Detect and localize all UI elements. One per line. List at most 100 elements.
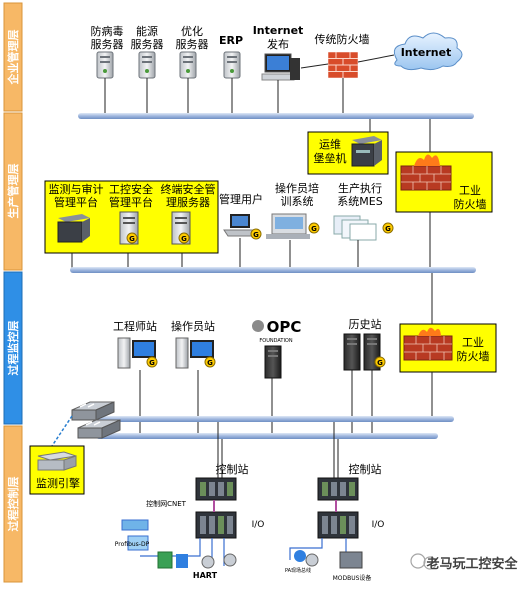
operator-training-label-2: 训系统 <box>281 195 314 208</box>
energy-label-1: 能源 <box>136 24 158 38</box>
g-badge: G <box>149 359 155 367</box>
opc-sub-label: FOUNDATION <box>259 338 292 344</box>
laptop-icon <box>223 214 262 240</box>
optimize-label-2: 服务器 <box>176 38 209 51</box>
optimize-label-1: 优化 <box>181 24 203 38</box>
control-station-2: 控制站 I/O PA现场总线 MODBUS设备 <box>285 422 384 582</box>
layer-label-control: 过程控制层 <box>6 477 20 532</box>
appliance-icon <box>37 451 77 471</box>
field-devices <box>121 519 237 569</box>
mes-system: 生产执行 系统MES <box>333 181 394 241</box>
screens-icon <box>333 215 394 241</box>
server-icon <box>179 51 197 79</box>
monitor-audit-label-1: 监测与审计 <box>49 182 104 196</box>
g-badge: G <box>253 231 259 239</box>
bastion-host: 运维 堡垒机 <box>307 131 389 175</box>
cloud-icon <box>393 32 463 71</box>
enterprise-drops <box>104 78 344 116</box>
station1-label: 控制站 <box>216 462 249 476</box>
history-station: 历史站 G <box>343 317 386 371</box>
io1-label: I/O <box>252 520 265 530</box>
tower-server-icon <box>171 211 191 245</box>
management-user: 管理用户 <box>219 192 263 240</box>
server-energy: 能源 服务器 <box>131 24 164 79</box>
field-devices <box>294 550 363 569</box>
engineer-station: 工程师站 G <box>113 319 158 369</box>
history-label: 历史站 <box>349 317 382 331</box>
antivirus-label-1: 防病毒 <box>91 24 124 38</box>
security-platforms-group: 监测与审计 管理平台 工控安全 管理平台 终端安全管 理服务器 <box>44 180 219 254</box>
watermark-text: 老马玩工控安全 <box>425 556 518 572</box>
antivirus-label-2: 服务器 <box>91 38 124 51</box>
firewall-icon <box>400 154 452 191</box>
control-station-1: 控制站 控制网CNET I/O Profibus-DP HART <box>115 422 265 580</box>
operator-station: 操作员站 G <box>171 319 216 369</box>
g-badge: G <box>181 235 187 243</box>
layer-label-monitoring: 过程监控层 <box>6 321 20 376</box>
monitor-audit-label-2: 管理平台 <box>54 195 98 209</box>
production-fw-label-2: 防火墙 <box>454 197 487 211</box>
g-badge: G <box>311 225 317 233</box>
traditional-fw-label: 传统防火墙 <box>315 32 370 46</box>
workstation-icon <box>266 213 320 239</box>
server-antivirus: 防病毒 服务器 <box>91 24 124 79</box>
operator-training: 操作员培 训系统 <box>266 181 320 239</box>
station2-label: 控制站 <box>349 462 382 476</box>
endpoint-security-label-2: 理服务器 <box>166 196 210 209</box>
pa-label: PA现场总线 <box>285 567 311 574</box>
tower-server-icon: G <box>343 333 386 371</box>
monitor-engine-label: 监测引擎 <box>36 476 80 490</box>
desktop-pc-icon <box>261 53 300 81</box>
energy-label-2: 服务器 <box>131 38 164 51</box>
server-icon <box>96 51 114 79</box>
monitoring-drops <box>139 370 373 436</box>
opc-label: OPC <box>267 318 302 336</box>
opc-logo: OPC FOUNDATION <box>252 318 301 344</box>
network-switch <box>77 419 121 439</box>
layer-label-enterprise: 企业管理层 <box>6 30 20 86</box>
engineer-label: 工程师站 <box>113 319 157 333</box>
endpoint-security-label-1: 终端安全管 <box>161 182 216 196</box>
server-erp: ERP <box>219 34 243 79</box>
profibus-label: Profibus-DP <box>115 541 150 548</box>
field-bus-lines <box>289 538 347 560</box>
mes-label-2: 系统MES <box>337 195 382 208</box>
mes-label-1: 生产执行 <box>338 181 382 195</box>
tower-server-icon <box>264 345 282 379</box>
watermark: 老马玩工控安全 <box>410 553 518 572</box>
layer-band-enterprise: 企业管理层 <box>3 2 23 112</box>
layer-band-production: 生产管理层 <box>3 112 23 271</box>
erp-label: ERP <box>219 34 243 47</box>
monitoring-fw-label-2: 防火墙 <box>457 349 490 363</box>
modbus-label: MODBUS设备 <box>333 574 372 582</box>
production-fw-label-1: 工业 <box>459 184 481 197</box>
appliance-icon <box>351 136 382 167</box>
desktop-pc-icon: G <box>175 337 216 369</box>
ics-security-label-1: 工控安全 <box>109 182 153 196</box>
g-badge: G <box>207 359 213 367</box>
g-badge: G <box>377 359 383 367</box>
appliance-icon <box>57 214 90 243</box>
monitoring-bus-b <box>96 433 438 439</box>
server-icon <box>138 51 156 79</box>
tower-server-icon <box>119 211 139 245</box>
internet-publish-label-1: Internet <box>253 24 304 37</box>
network-switch <box>71 401 115 421</box>
cnet-label: 控制网CNET <box>146 499 187 508</box>
monitoring-fw-label-1: 工业 <box>462 336 484 349</box>
dcs-rack-icon <box>317 477 359 539</box>
opc-server: OPC FOUNDATION <box>252 318 301 379</box>
enterprise-bus <box>78 113 474 119</box>
bastion-label-2: 堡垒机 <box>314 151 347 165</box>
internet-publish: Internet 发布 <box>253 24 304 81</box>
ics-security-label-2: 管理平台 <box>109 195 153 209</box>
hart-label: HART <box>193 571 218 580</box>
g-badges-production: G G G G G <box>129 225 391 243</box>
g-badge: G <box>385 225 391 233</box>
g-badge: G <box>129 235 135 243</box>
layer-band-control: 过程控制层 <box>3 425 23 583</box>
dcs-rack-icon <box>195 477 237 539</box>
server-optimize: 优化 服务器 <box>176 24 209 79</box>
